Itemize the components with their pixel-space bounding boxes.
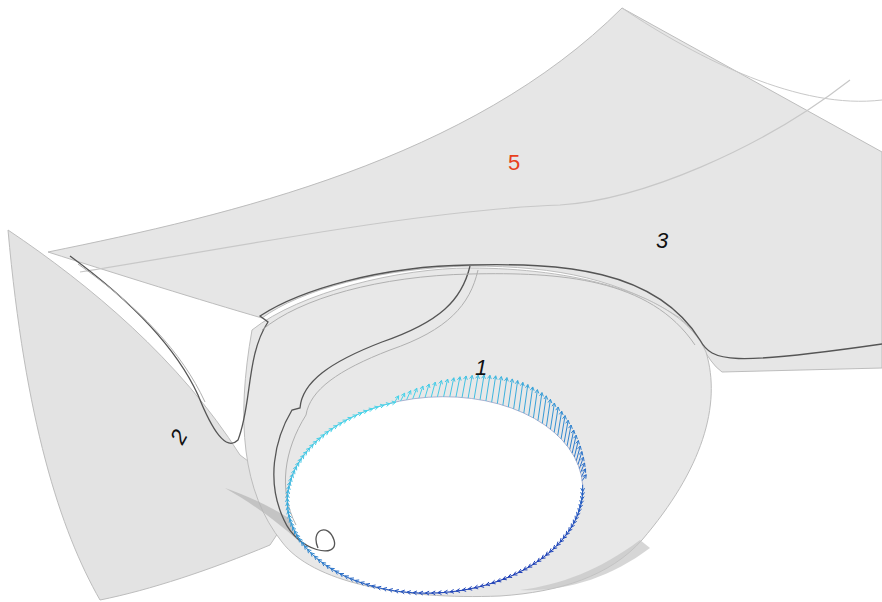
vector-arrowhead <box>432 382 436 386</box>
vector-arrow <box>519 382 523 410</box>
surface-label: 1 <box>475 357 487 379</box>
vector-arrowhead <box>582 469 585 473</box>
vector-arrowhead <box>395 396 398 400</box>
vector-arrowhead <box>540 393 544 397</box>
vector-arrow <box>514 381 518 409</box>
vector-arrowhead <box>457 377 461 381</box>
vector-arrowhead <box>535 390 539 394</box>
vector-arrow <box>546 399 550 426</box>
vector-arrow <box>558 411 562 435</box>
vector-arrow <box>582 475 586 481</box>
vector-arrowhead <box>548 399 552 403</box>
vector-arrow <box>395 396 399 402</box>
vector-arrowhead <box>579 452 583 456</box>
vector-arrow <box>431 382 435 397</box>
vector-field <box>285 375 586 595</box>
vector-arrowhead <box>574 435 578 439</box>
vector-arrowhead <box>578 446 582 450</box>
vector-arrow <box>554 407 558 432</box>
vector-arrowhead <box>456 589 460 593</box>
vector-arrowhead <box>552 403 556 407</box>
vector-arrowhead <box>504 378 508 382</box>
vector-arrowhead <box>487 375 491 379</box>
vector-arrowhead <box>583 475 587 479</box>
vector-arrowhead <box>559 411 563 415</box>
offset-curve <box>78 264 695 525</box>
vector-arrowhead <box>372 585 376 589</box>
vector-arrow <box>533 390 537 418</box>
vector-arrow <box>550 403 554 429</box>
surface-label: 3 <box>656 230 668 252</box>
vector-arrowhead <box>414 388 418 392</box>
vector-arrowhead <box>450 589 454 593</box>
intersection-curve <box>70 256 882 443</box>
vector-arrow <box>462 589 469 591</box>
vector-arrow <box>425 384 429 397</box>
vector-arrowhead <box>366 583 370 587</box>
vector-arrow <box>538 393 542 421</box>
vector-arrowhead <box>510 379 514 383</box>
vector-arrowhead <box>468 586 472 590</box>
vector-arrow <box>524 385 528 414</box>
vector-arrowhead <box>520 382 524 386</box>
vector-arrowhead <box>401 393 404 397</box>
vector-arrow <box>468 375 472 398</box>
vector-arrow <box>561 416 565 439</box>
vector-arrowhead <box>470 375 474 379</box>
vector-arrowhead <box>581 463 585 467</box>
surface-label: 5 <box>508 152 520 174</box>
sheet-crease <box>80 80 850 272</box>
vector-arrow <box>401 393 405 401</box>
vector-arrowhead <box>556 407 560 411</box>
vector-arrow <box>529 387 533 415</box>
vector-arrowhead <box>569 425 573 429</box>
vector-arrowhead <box>525 385 529 389</box>
vector-arrowhead <box>451 378 455 382</box>
vector-arrow <box>492 376 496 402</box>
vector-arrow <box>413 388 417 399</box>
vector-arrowhead <box>580 457 584 461</box>
vector-arrowhead <box>571 430 575 434</box>
vector-arrow <box>407 592 414 594</box>
vector-arrowhead <box>420 386 424 390</box>
vector-arrow <box>542 396 546 423</box>
vector-arrowhead <box>408 391 412 395</box>
vector-arrowhead <box>499 377 503 381</box>
vector-arrow <box>419 386 423 398</box>
vector-arrow <box>508 379 512 407</box>
vector-arrowhead <box>426 384 430 388</box>
vector-arrowhead <box>439 380 443 384</box>
vector-arrow <box>497 377 501 404</box>
vector-arrowhead <box>464 376 468 380</box>
vector-arrow <box>486 375 490 401</box>
hole-boundary <box>281 387 590 602</box>
vector-arrow <box>503 378 507 406</box>
vector-arrowhead <box>445 379 449 383</box>
vector-arrowhead <box>462 588 466 592</box>
vector-arrowhead <box>544 396 548 400</box>
vector-arrowhead <box>530 387 534 391</box>
vector-arrow <box>407 391 411 400</box>
vector-arrow <box>564 420 568 442</box>
vector-arrowhead <box>563 416 567 420</box>
vector-arrowhead <box>576 441 580 445</box>
intersection-curve <box>274 266 470 551</box>
vector-arrowhead <box>515 381 519 385</box>
sheet-edge <box>622 8 882 101</box>
vector-arrowhead <box>493 376 497 380</box>
vector-arrowhead <box>566 420 570 424</box>
